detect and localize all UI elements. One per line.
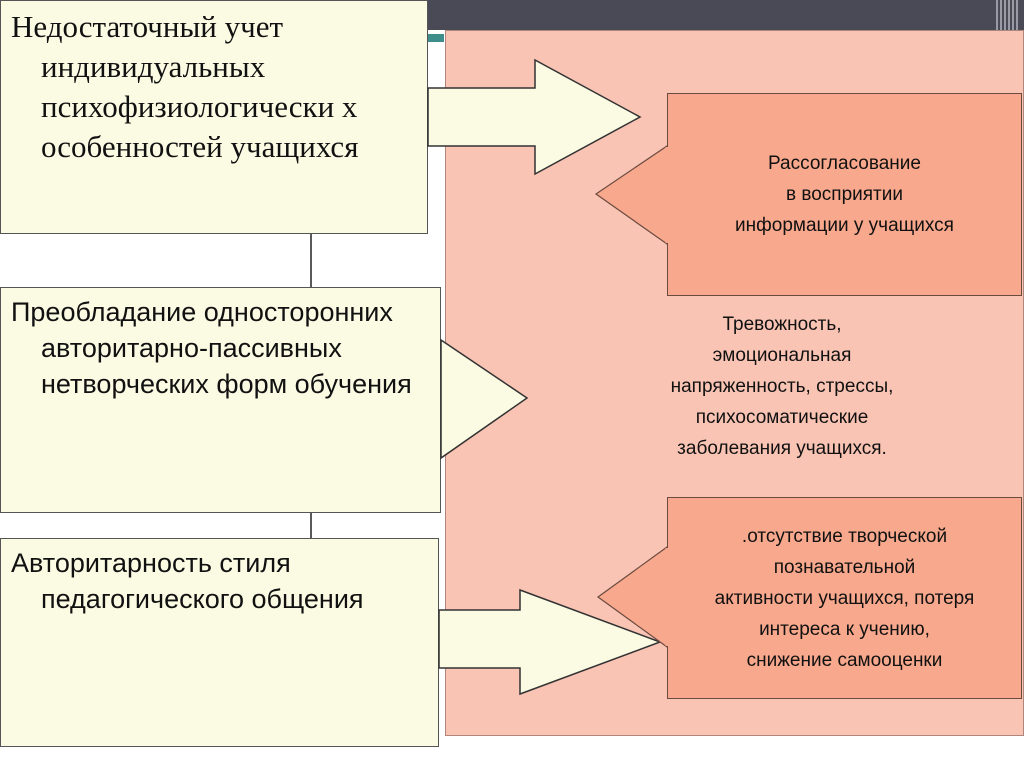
arrow-right-3 (438, 588, 663, 696)
cause-text-2: Преобладание односторонних авторитарно-п… (11, 297, 412, 399)
arrow-left-1 (594, 144, 668, 246)
effect-box-2: .отсутствие творческой познавательной ак… (667, 497, 1022, 699)
effect-text-2: .отсутствие творческой познавательной ак… (714, 525, 975, 671)
effect-text-1: Рассогласование в восприятии информации … (735, 153, 954, 236)
arrow-right-2 (440, 338, 529, 460)
arrow-right-1 (427, 58, 642, 176)
cause-box-1: Недостаточный учет индивидуальных психоф… (0, 0, 428, 234)
effect-box-1: Рассогласование в восприятии информации … (667, 93, 1022, 296)
central-effect-text: Тревожность, эмоциональная напряженность… (670, 314, 894, 459)
decorative-stripes (996, 0, 1018, 30)
cause-box-2: Преобладание односторонних авторитарно-п… (0, 287, 441, 513)
cause-box-3: Авторитарность стиля педагогического общ… (0, 538, 439, 747)
cause-text-3: Авторитарность стиля педагогического общ… (11, 548, 364, 614)
cause-text-1: Недостаточный учет индивидуальных психоф… (11, 9, 359, 164)
top-bar-accent (428, 34, 444, 42)
